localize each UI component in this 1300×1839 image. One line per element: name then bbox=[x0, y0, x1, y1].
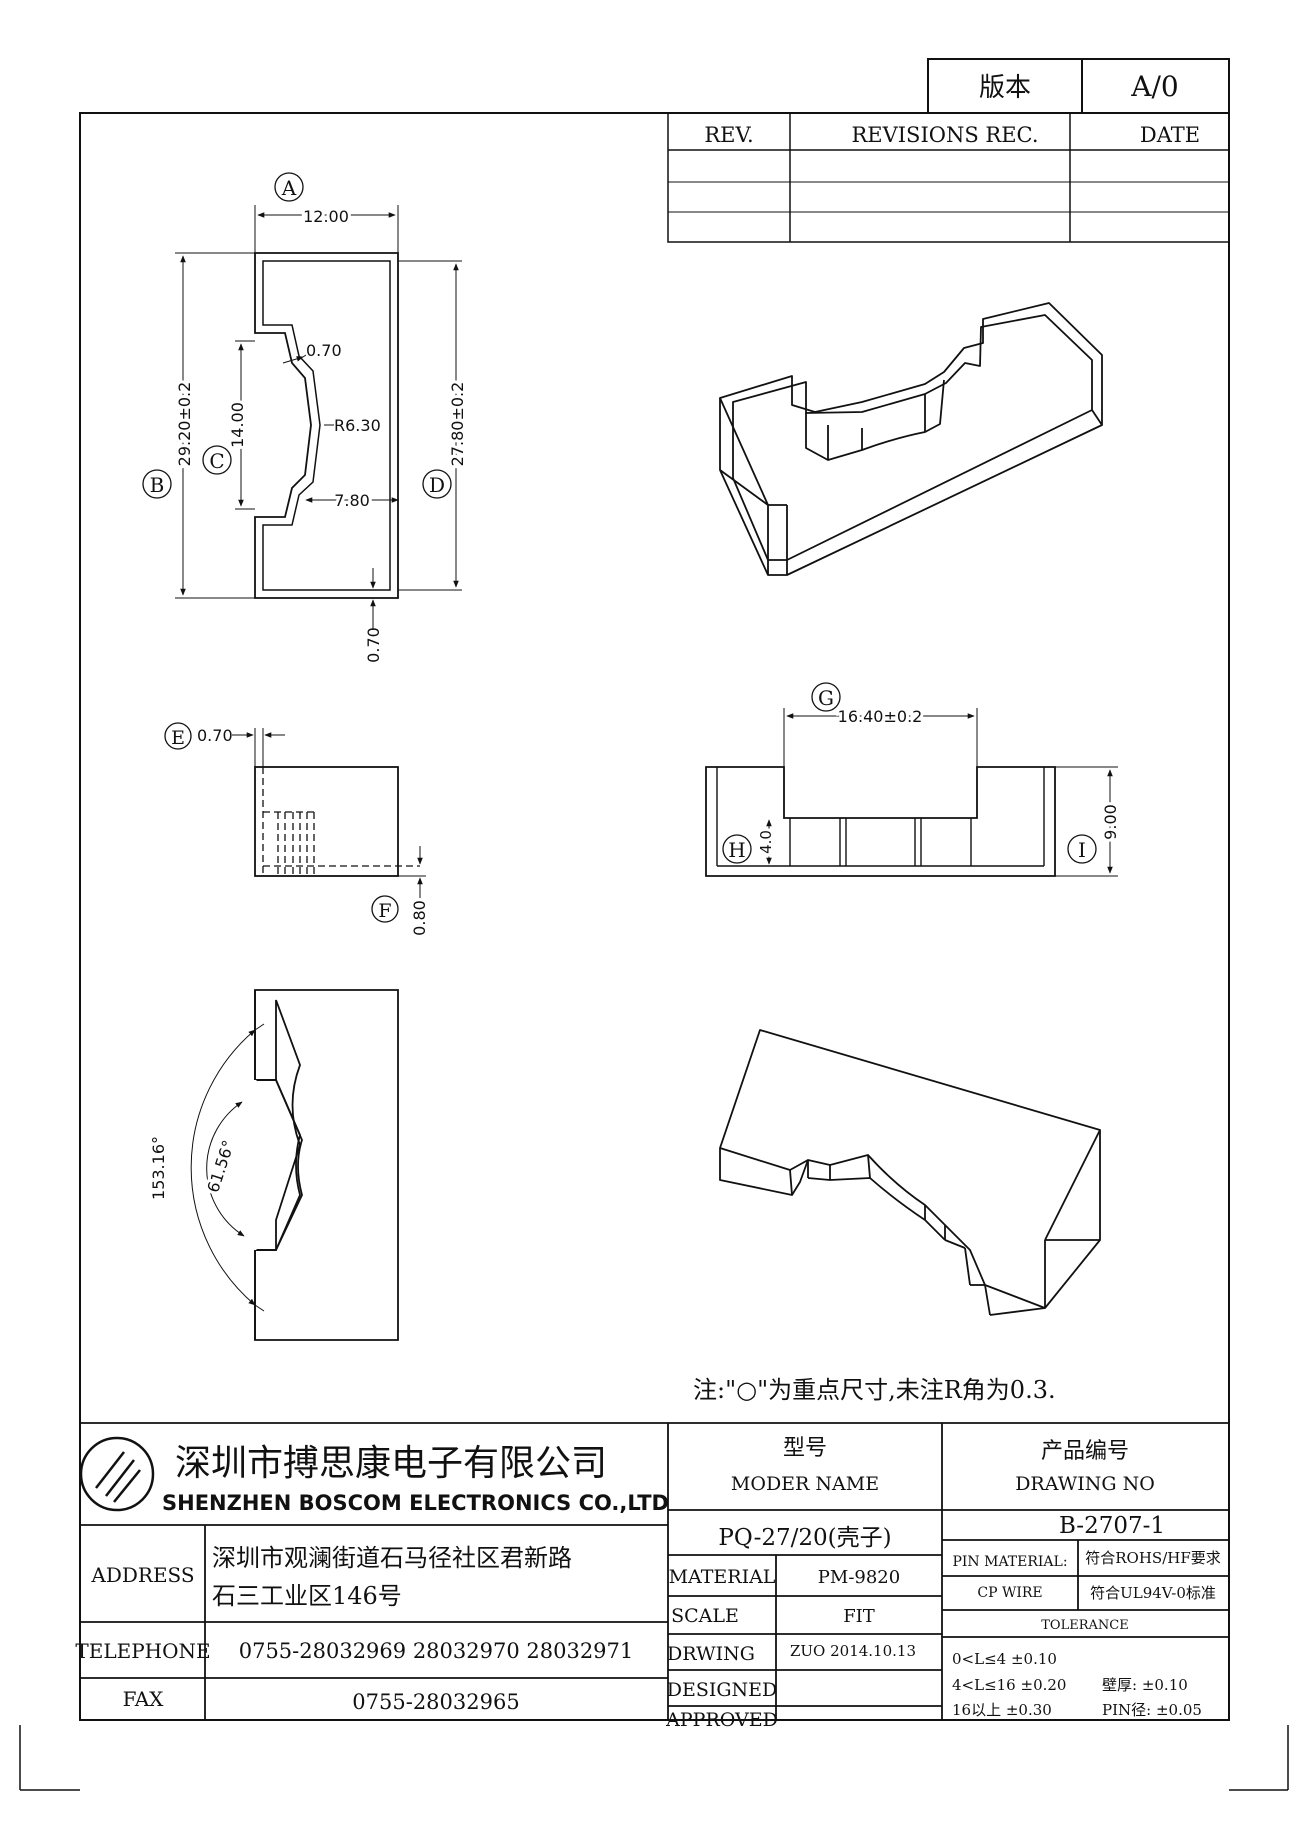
telephone-value: 0755-28032969 28032970 28032971 bbox=[239, 1639, 634, 1663]
pin-tolerance: PIN径: ±0.05 bbox=[1102, 1701, 1202, 1719]
marker-i bbox=[1067, 834, 1097, 864]
version-box: 版本 A/0 bbox=[927, 58, 1230, 114]
drwing-value: ZUO 2014.10.13 bbox=[790, 1642, 916, 1660]
front-dim-step-label: 4.0 bbox=[757, 830, 775, 854]
drawing-note: 注:"○"为重点尺寸,未注R角为0.3. bbox=[693, 1376, 1056, 1404]
material-label: MATERIAL bbox=[669, 1566, 776, 1588]
tol-row3: 16以上 ±0.30 bbox=[952, 1701, 1052, 1719]
scale-value: FIT bbox=[843, 1606, 875, 1627]
marker-h bbox=[722, 834, 752, 864]
revisions-table: REV. REVISIONS REC. DATE bbox=[667, 112, 1230, 243]
side-dim-floor-label: 0.80 bbox=[410, 900, 429, 936]
marker-f-letter: F bbox=[378, 900, 391, 922]
marker-g bbox=[811, 682, 841, 712]
dim-inner-length-label: 27.80±0.2 bbox=[448, 382, 467, 467]
address-line2: 石三工业区146号 bbox=[212, 1582, 402, 1610]
front-dim-opening-label: 16.40±0.2 bbox=[838, 707, 923, 726]
approved-label: APPROVED bbox=[665, 1709, 778, 1731]
bottom-dim-inner-angle-label: 61.56° bbox=[203, 1138, 238, 1195]
side-view-outline bbox=[254, 766, 399, 877]
scale-label: SCALE bbox=[671, 1605, 739, 1627]
drawing-no-label-cn: 产品编号 bbox=[1041, 1439, 1129, 1464]
marker-d bbox=[422, 469, 452, 499]
dim-width-label: 12.00 bbox=[303, 207, 349, 226]
sheet-border bbox=[79, 112, 1230, 1721]
version-value: A/0 bbox=[1130, 70, 1178, 103]
marker-e-letter: E bbox=[171, 727, 185, 749]
pin-material-value: CP WIRE bbox=[977, 1585, 1042, 1601]
dim-bottom-wall-label: 0.70 bbox=[364, 627, 383, 663]
top-view: 12.00 A 29.20±0.2 B 27.80±0.2 D 14.00 C … bbox=[142, 172, 470, 663]
marker-i-letter: I bbox=[1078, 838, 1086, 862]
tolerance-label: TOLERANCE bbox=[1041, 1618, 1128, 1633]
marker-a-letter: A bbox=[281, 176, 297, 200]
dim-wall-label: 0.70 bbox=[306, 341, 342, 360]
model-label-cn: 型号 bbox=[783, 1436, 827, 1461]
title-block bbox=[80, 1422, 1229, 1720]
wall-tolerance: 壁厚: ±0.10 bbox=[1102, 1676, 1188, 1694]
drwing-label: DRWING bbox=[667, 1643, 755, 1665]
address-label: ADDRESS bbox=[90, 1563, 194, 1587]
marker-f bbox=[371, 895, 399, 923]
bottom-view: 153.16° 61.56° bbox=[146, 989, 399, 1341]
dim-radius-label: R6.30 bbox=[334, 416, 381, 435]
version-label: 版本 bbox=[979, 73, 1031, 103]
model-label-en: MODER NAME bbox=[731, 1473, 879, 1495]
side-view: 0.70 E 0.80 F bbox=[164, 722, 429, 936]
marker-b-letter: B bbox=[150, 473, 165, 497]
marker-h-letter: H bbox=[728, 838, 745, 862]
front-dim-height-label: 9.00 bbox=[1101, 804, 1120, 840]
company-name-en: SHENZHEN BOSCOM ELECTRONICS CO.,LTD bbox=[162, 1491, 669, 1515]
fax-value: 0755-28032965 bbox=[352, 1690, 519, 1714]
ul-note: 符合UL94V-0标准 bbox=[1090, 1584, 1216, 1602]
top-view-inner-outline bbox=[262, 260, 391, 591]
tol-row2: 4<L≤16 ±0.20 bbox=[952, 1676, 1066, 1694]
corner-marks bbox=[19, 1725, 1289, 1791]
bottom-view-outline bbox=[254, 989, 399, 1341]
bottom-dim-outer-angle-label: 153.16° bbox=[149, 1136, 168, 1200]
material-value: PM-9820 bbox=[818, 1567, 900, 1588]
revisions-rec-header: REVISIONS REC. bbox=[851, 123, 1038, 147]
date-header: DATE bbox=[1140, 123, 1200, 147]
front-view: 16.40±0.2 G 4.0 H 9.00 I bbox=[705, 682, 1123, 877]
marker-b bbox=[142, 469, 172, 499]
side-dim-wall-label: 0.70 bbox=[197, 726, 233, 745]
drawing-no-value: B-2707-1 bbox=[1059, 1513, 1165, 1539]
iso-view-solid bbox=[719, 1029, 1101, 1316]
top-view-outer-outline bbox=[254, 252, 399, 599]
marker-g-letter: G bbox=[818, 686, 834, 710]
dim-depth-label: 7.80 bbox=[334, 491, 370, 510]
company-name-cn: 深圳市搏思康电子有限公司 bbox=[175, 1443, 607, 1484]
drawing-no-label-en: DRAWING NO bbox=[1015, 1473, 1155, 1495]
rev-header: REV. bbox=[704, 123, 753, 147]
marker-d-letter: D bbox=[429, 473, 445, 497]
marker-c bbox=[202, 445, 232, 475]
telephone-label: TELEPHONE bbox=[75, 1639, 210, 1663]
marker-e bbox=[164, 722, 192, 750]
dim-slot-height-label: 14.00 bbox=[228, 402, 247, 448]
front-view-outline bbox=[705, 766, 1056, 877]
pin-material-label: PIN MATERIAL: bbox=[952, 1554, 1067, 1570]
tol-row1: 0<L≤4 ±0.10 bbox=[952, 1650, 1057, 1668]
iso-view-open bbox=[719, 302, 1103, 576]
company-logo bbox=[79, 1436, 155, 1512]
marker-c-letter: C bbox=[209, 449, 224, 473]
fax-label: FAX bbox=[123, 1687, 165, 1711]
marker-a bbox=[274, 172, 304, 202]
dim-outer-length-label: 29.20±0.2 bbox=[175, 382, 194, 467]
model-value: PQ-27/20(壳子) bbox=[718, 1525, 891, 1551]
address-line1: 深圳市观澜街道石马径社区君新路 bbox=[212, 1544, 572, 1572]
rohs-note: 符合ROHS/HF要求 bbox=[1085, 1549, 1221, 1567]
designed-label: DESIGNED bbox=[667, 1679, 778, 1701]
